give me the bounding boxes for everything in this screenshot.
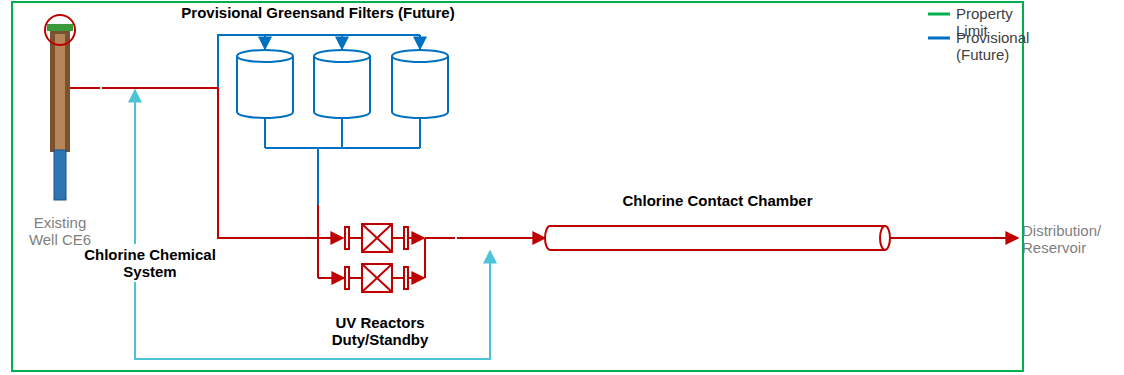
well-node: Existing Well CE6 [18,18,102,248]
node-label: Existing Well CE6 [18,214,102,248]
node-label: UV Reactors Duty/Standby [303,314,457,348]
greensand-filters [237,35,448,150]
node-label: Provisional Greensand Filters (Future) [181,4,454,21]
uv-reactor-group: UV Reactors Duty/Standby [303,205,457,348]
uv-reactors [318,205,455,292]
pipe-connector [890,237,1018,239]
pipe-connector [457,237,545,239]
contact-chamber: Chlorine Contact Chamber [545,192,890,254]
pipe-connector [317,150,319,205]
pipe-connector [102,35,265,88]
destination-node: Distribution/ Reservoir [1022,220,1120,258]
node-label: Chlorine Contact Chamber [622,192,812,209]
legend-line [928,37,950,40]
property-limit [12,2,1023,371]
node-label: Chlorine Chemical System [84,246,216,280]
filter-group: Provisional Greensand Filters (Future) [148,4,488,150]
contact-chamber [545,226,890,250]
pipe-connector [102,88,343,238]
chemical-system: Chlorine Chemical System [84,244,216,282]
legend-line [928,13,950,16]
pipe-connector [134,90,136,244]
legend-text: Provisional (Future) [956,29,1038,63]
pipe-connector [135,251,490,359]
well-symbol [45,15,100,200]
node-label: Distribution/ Reservoir [1022,222,1120,256]
